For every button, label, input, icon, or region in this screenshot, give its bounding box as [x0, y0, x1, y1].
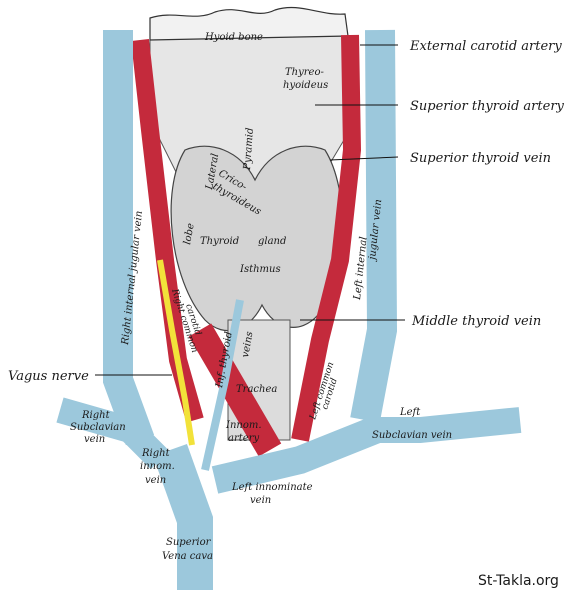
left-internal-jugular-vein [350, 29, 398, 423]
hyoid-bone [149, 6, 349, 41]
label-left-innominate-1: Left innominate [231, 482, 313, 493]
label-thyroid: Thyroid [200, 236, 239, 247]
right-subclavian-vein [56, 397, 170, 470]
label-middle-thyroid-vein: Middle thyroid vein [411, 314, 541, 329]
label-superior: Superior [166, 537, 212, 548]
label-hyoid-bone: Hyoid bone [204, 32, 263, 43]
label-left-subclavian-1: Left [399, 407, 421, 418]
label-gland: gland [258, 236, 286, 247]
label-innom: Innom. [225, 420, 262, 431]
left-subclavian-vein [370, 407, 522, 443]
left-innominate-vein [211, 417, 381, 494]
label-veins: veins [240, 331, 255, 359]
left-common-carotid-artery [291, 34, 362, 442]
label-lobe: lobe [182, 222, 197, 245]
label-right-subclavian-2: Subclavian [70, 422, 126, 433]
leader-superior-thyroid-vein [329, 156, 399, 161]
label-superior-thyroid-artery: Superior thyroid artery [410, 99, 565, 114]
label-vena-cava: Vena cava [162, 551, 213, 562]
label-hyoideus: hyoideus [283, 80, 328, 91]
label-artery: artery [228, 433, 259, 444]
label-pyramid: Pyramid [242, 127, 256, 171]
vagus-nerve [157, 259, 195, 446]
label-trachea: Trachea [236, 384, 277, 395]
label-thyreo: Thyreo- [285, 67, 324, 78]
label-isthmus: Isthmus [239, 264, 281, 275]
innominate-artery [188, 323, 282, 457]
superior-vena-cava [153, 443, 213, 590]
label-right-innom-1: Right [141, 448, 171, 459]
label-right-innom-3: vein [145, 475, 166, 486]
label-superior-thyroid-vein: Superior thyroid vein [410, 151, 551, 166]
label-left-innominate-2: vein [250, 495, 271, 506]
label-left-subclavian-2: Subclavian vein [372, 430, 452, 441]
label-right-subclavian-1: Right [81, 410, 111, 421]
watermark-text: St-Takla.org [478, 573, 559, 589]
label-right-innom-2: innom. [140, 461, 175, 472]
label-right-subclavian-3: vein [84, 434, 105, 445]
inferior-thyroid-veins [201, 299, 244, 471]
label-external-carotid-artery: External carotid artery [409, 39, 562, 54]
label-vagus-nerve: Vagus nerve [8, 369, 89, 384]
